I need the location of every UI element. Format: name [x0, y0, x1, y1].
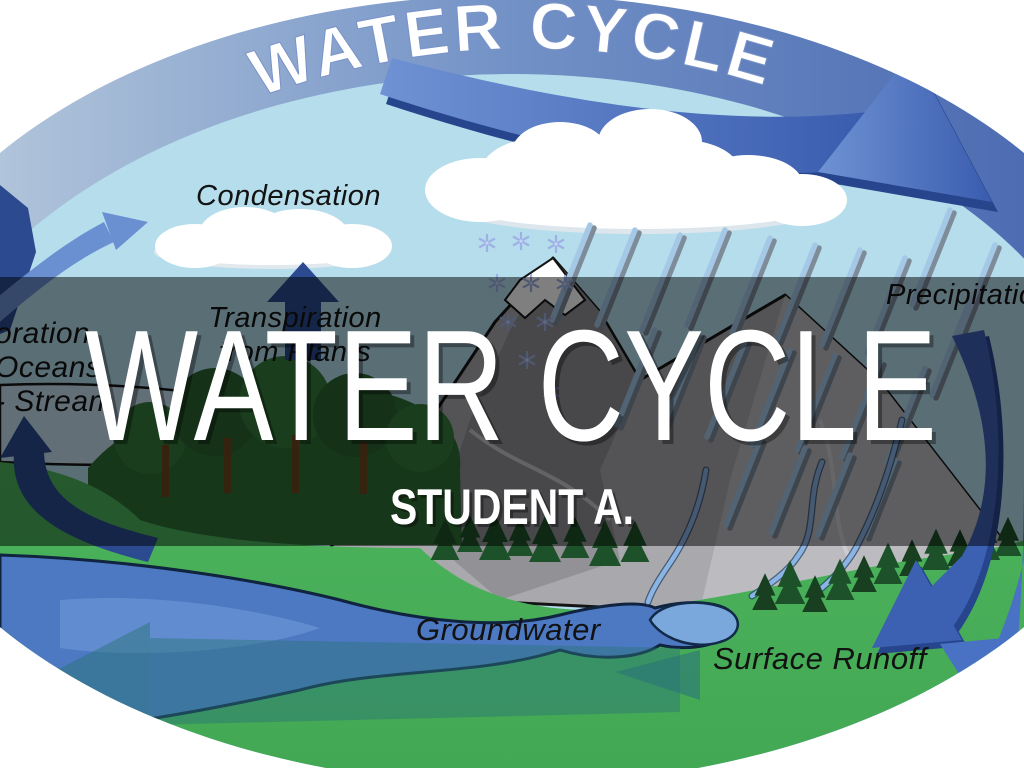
groundwater-label: Groundwater: [416, 612, 601, 647]
surface-runoff-label: Surface Runoff: [713, 641, 927, 676]
rain-cloud-icon: [425, 109, 847, 234]
condensation-cloud-icon: [154, 207, 392, 269]
condensation-label: Condensation: [196, 180, 381, 212]
pond: [648, 601, 740, 646]
title-overlay-band: [0, 277, 1024, 546]
